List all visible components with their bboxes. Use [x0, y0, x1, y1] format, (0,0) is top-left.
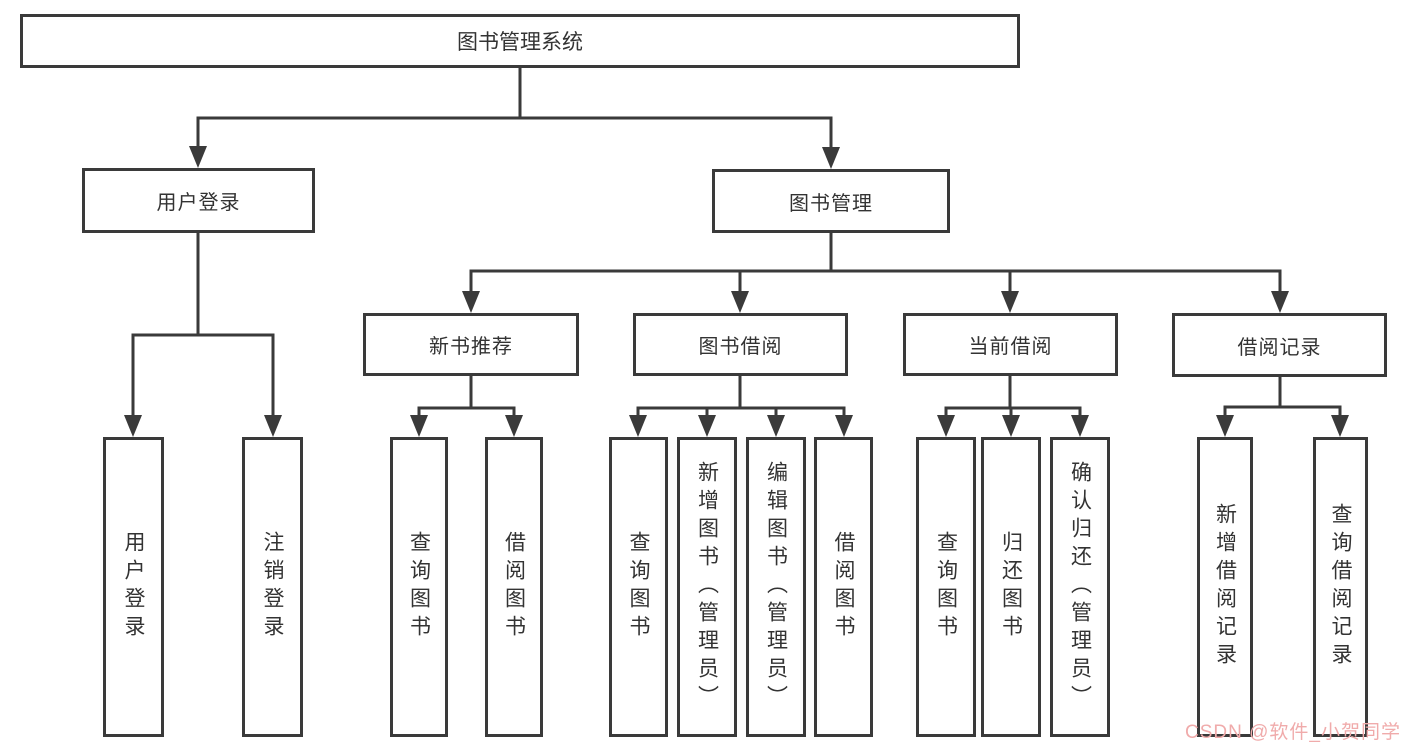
connector-book-borrow	[636, 374, 846, 423]
leaf-add-books-admin: 新增图书（管理员）	[677, 437, 737, 737]
leaf-logout: 注销登录	[242, 437, 303, 737]
leaf-label: 查询借阅记录	[1329, 503, 1352, 671]
leaf-query-books: 查询图书	[916, 437, 976, 737]
node-book-management: 图书管理	[712, 169, 950, 233]
leaf-label: 借阅图书	[832, 531, 855, 643]
leaf-label: 查询图书	[934, 531, 958, 643]
leaf-label: 借阅图书	[502, 531, 526, 643]
node-label: 图书管理系统	[457, 31, 583, 54]
leaf-borrow-books: 借阅图书	[485, 437, 543, 737]
leaf-user-login: 用户登录	[103, 437, 164, 737]
node-library-management-system: 图书管理系统	[20, 14, 1020, 68]
node-label: 图书借阅	[698, 336, 783, 358]
leaf-return-books: 归还图书	[981, 437, 1041, 737]
leaf-label: 归还图书	[999, 531, 1023, 643]
node-label: 图书管理	[789, 192, 873, 215]
leaf-label: 查询图书	[627, 531, 650, 643]
connector-current-borrow	[944, 374, 1082, 423]
node-borrow-records: 借阅记录	[1172, 313, 1387, 377]
leaf-label: 确认归还（管理员）	[1068, 461, 1092, 713]
node-user-login: 用户登录	[82, 168, 315, 233]
leaf-confirm-return-admin: 确认归还（管理员）	[1050, 437, 1110, 737]
leaf-label: 新增图书（管理员）	[695, 461, 719, 713]
leaf-label: 用户登录	[122, 531, 145, 643]
node-label: 当前借阅	[968, 336, 1053, 358]
leaf-label: 编辑图书（管理员）	[764, 461, 788, 713]
leaf-add-borrow-record: 新增借阅记录	[1197, 437, 1253, 737]
leaf-borrow-books: 借阅图书	[814, 437, 873, 737]
leaf-query-books: 查询图书	[390, 437, 448, 737]
leaf-edit-books-admin: 编辑图书（管理员）	[746, 437, 806, 737]
node-book-borrow: 图书借阅	[633, 313, 848, 376]
node-label: 借阅记录	[1237, 336, 1322, 359]
leaf-label: 查询图书	[407, 531, 431, 643]
leaf-label: 注销登录	[261, 531, 284, 643]
node-new-book-recommend: 新书推荐	[363, 313, 579, 376]
arrowheads	[124, 146, 1349, 437]
leaf-query-borrow-record: 查询借阅记录	[1313, 437, 1368, 737]
node-current-borrow: 当前借阅	[903, 313, 1118, 376]
connector-new-book-recommend	[417, 374, 516, 423]
connector-user-login	[131, 231, 275, 423]
connector-root	[196, 66, 833, 155]
leaf-query-books: 查询图书	[609, 437, 668, 737]
node-label: 新书推荐	[429, 336, 513, 358]
connector-book-management	[469, 231, 1282, 299]
leaf-label: 新增借阅记录	[1213, 503, 1237, 671]
connector-borrow-records	[1223, 374, 1342, 423]
node-label: 用户登录	[156, 192, 241, 214]
